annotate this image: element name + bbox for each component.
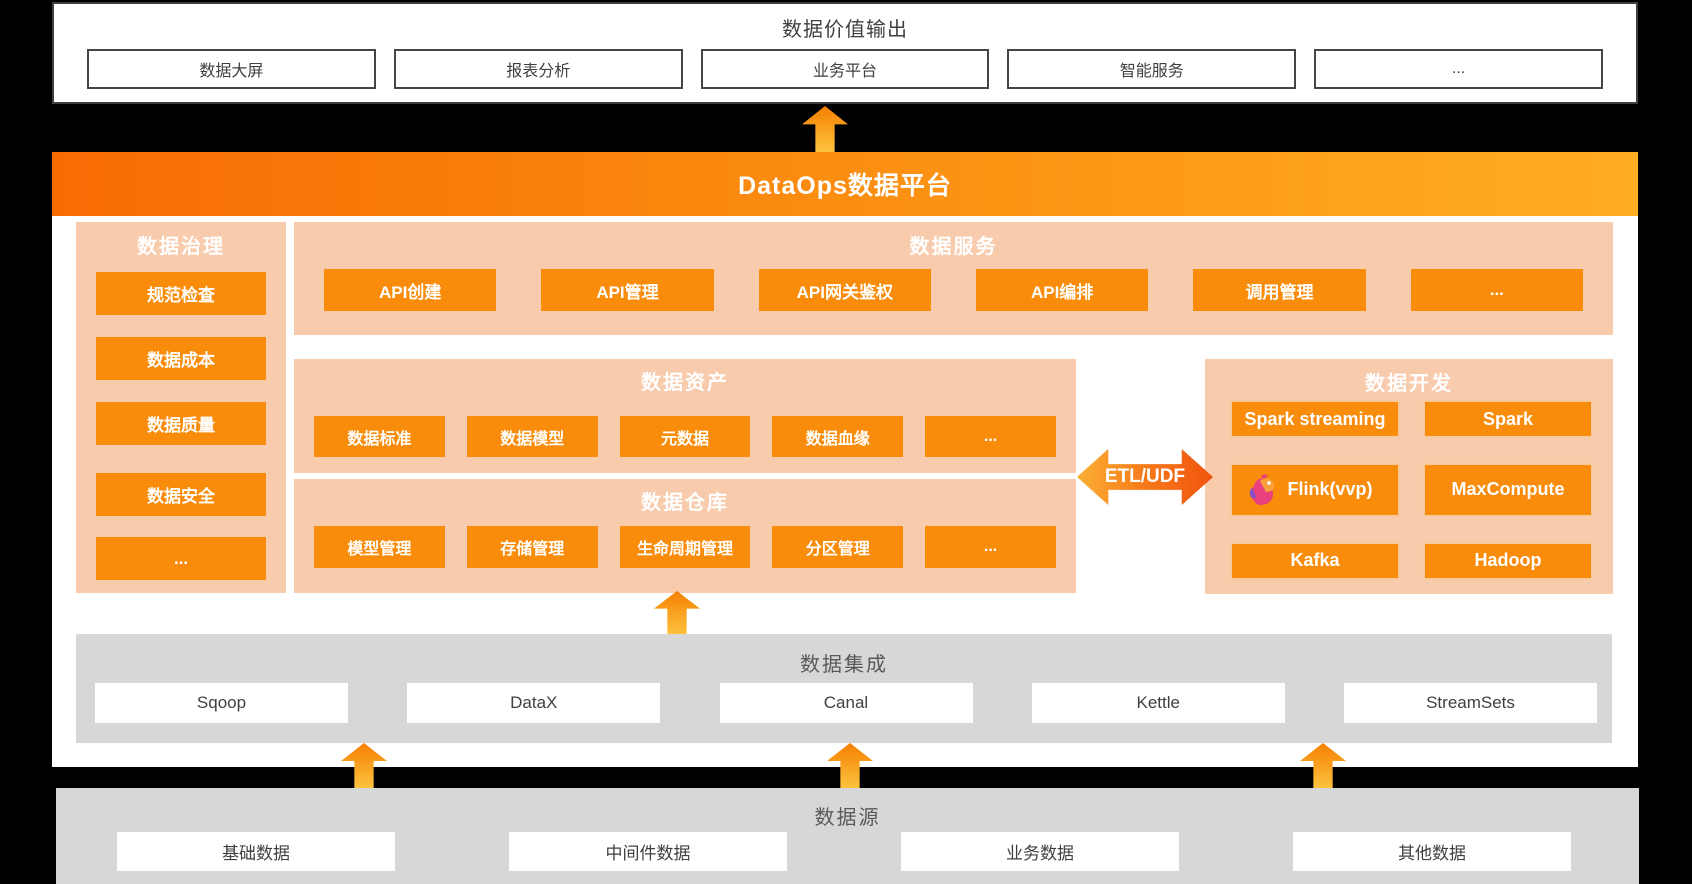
warehouse-item-model-manage: 模型管理 [314,526,445,568]
output-item-report-analysis: 报表分析 [393,49,683,89]
dev-item-kafka: Kafka [1230,541,1400,580]
data-assets-items: 数据标准 数据模型 元数据 数据血缘 ... [314,416,1056,457]
warehouse-item-lifecycle-manage: 生命周期管理 [619,526,751,568]
data-development-items: Spark streaming Spark Flink(vvp) MaxComp… [1230,400,1593,580]
data-development-panel: 数据开发 Spark streaming Spark Flink(vvp) Ma… [1205,359,1613,594]
governance-item-data-quality: 数据质量 [96,402,266,445]
integration-item-canal: Canal [719,683,973,723]
governance-item-data-cost: 数据成本 [96,337,266,380]
service-item-call-manage: 调用管理 [1193,269,1366,311]
service-item-api-gateway-auth: API网关鉴权 [758,269,931,311]
output-item-more: ... [1314,49,1603,89]
asset-item-data-standard: 数据标准 [314,416,445,457]
warehouse-item-partition-manage: 分区管理 [772,526,904,568]
data-sources-items: 基础数据 中间件数据 业务数据 其他数据 [117,832,1571,871]
governance-item-spec-check: 规范检查 [96,272,266,315]
dataops-platform-banner: DataOps数据平台 [52,152,1638,216]
output-item-business-platform: 业务平台 [700,49,990,89]
dev-item-maxcompute: MaxCompute [1423,463,1593,517]
data-assets-panel: 数据资产 数据标准 数据模型 元数据 数据血缘 ... [294,359,1076,473]
service-item-api-manage: API管理 [541,269,714,311]
asset-item-more: ... [925,416,1056,457]
data-development-title: 数据开发 [1365,373,1453,395]
dev-item-spark-streaming: Spark streaming [1230,400,1400,439]
data-warehouse-panel: 数据仓库 模型管理 存储管理 生命周期管理 分区管理 ... [294,479,1076,593]
service-item-api-create: API创建 [324,269,497,311]
dev-item-flink: Flink(vvp) [1230,463,1400,517]
data-warehouse-items: 模型管理 存储管理 生命周期管理 分区管理 ... [314,526,1056,568]
warehouse-item-storage-manage: 存储管理 [466,526,598,568]
asset-item-metadata: 元数据 [619,416,751,457]
data-warehouse-title: 数据仓库 [641,492,729,514]
data-value-output-title: 数据价值输出 [782,19,908,41]
data-integration-items: Sqoop DataX Canal Kettle StreamSets [95,683,1597,723]
integration-item-streamsets: StreamSets [1344,683,1597,723]
integration-item-datax: DataX [407,683,661,723]
source-item-basic-data: 基础数据 [117,832,395,871]
service-item-api-orchestrate: API编排 [975,269,1149,311]
output-item-intelligent-service: 智能服务 [1007,49,1297,89]
governance-item-more: ... [96,537,266,580]
integration-item-kettle: Kettle [1031,683,1285,723]
output-item-data-screen: 数据大屏 [87,49,376,89]
data-services-title: 数据服务 [909,236,998,258]
flink-squirrel-icon [1247,472,1279,508]
data-value-output-items: 数据大屏 报表分析 业务平台 智能服务 ... [87,49,1603,89]
source-item-middleware-data: 中间件数据 [509,832,787,871]
data-governance-title: 数据治理 [137,236,225,258]
up-arrow-platform-to-output [802,106,848,152]
governance-item-data-security: 数据安全 [96,473,266,516]
data-integration-panel: 数据集成 Sqoop DataX Canal Kettle StreamSets [76,634,1612,743]
data-value-output-section: 数据价值输出 数据大屏 报表分析 业务平台 智能服务 ... [52,2,1638,104]
source-item-other-data: 其他数据 [1293,832,1571,871]
data-sources-panel: 数据源 基础数据 中间件数据 业务数据 其他数据 [56,788,1639,884]
warehouse-item-more: ... [925,526,1056,568]
dev-item-spark: Spark [1423,400,1593,439]
data-assets-title: 数据资产 [641,372,729,394]
source-item-business-data: 业务数据 [901,832,1179,871]
dev-item-flink-label: Flink(vvp) [1287,479,1373,500]
dataops-platform-title: DataOps数据平台 [738,172,952,200]
asset-item-data-lineage: 数据血缘 [772,416,904,457]
dev-item-hadoop: Hadoop [1423,541,1593,580]
asset-item-data-model: 数据模型 [466,416,598,457]
data-sources-title: 数据源 [814,807,881,829]
integration-item-sqoop: Sqoop [95,683,348,723]
service-item-more: ... [1410,269,1583,311]
data-services-items: API创建 API管理 API网关鉴权 API编排 调用管理 ... [324,269,1583,311]
data-integration-title: 数据集成 [800,654,888,676]
data-services-panel: 数据服务 API创建 API管理 API网关鉴权 API编排 调用管理 ... [294,222,1613,335]
data-governance-panel: 数据治理 规范检查 数据成本 数据质量 数据安全 ... [76,222,286,593]
etl-udf-label: ETL/UDF [1104,466,1186,487]
